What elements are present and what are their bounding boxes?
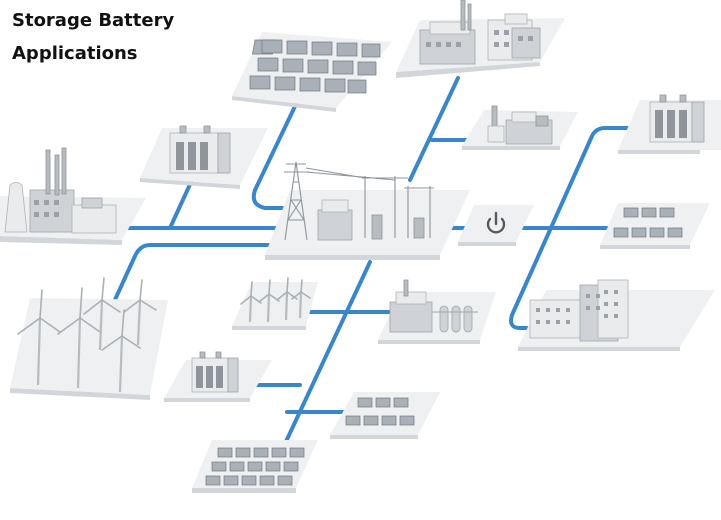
- title-line-1: Storage Battery: [12, 10, 175, 31]
- battery-upper-left: [140, 125, 268, 189]
- power-icon: [486, 211, 506, 234]
- solar-panels-lower: [330, 392, 440, 439]
- solar-panel-array: [249, 39, 381, 94]
- battery-right: [618, 94, 721, 154]
- industrial-plant: [378, 279, 496, 344]
- office-buildings: [518, 279, 715, 351]
- battery-lower: [164, 351, 272, 402]
- factory-top-right: [396, 0, 565, 78]
- power-hub: [458, 205, 534, 246]
- solar-farm-top: [232, 32, 392, 112]
- solar-farm-bottom: [192, 440, 318, 493]
- transmission-tower: [284, 161, 310, 241]
- title-line-2: Applications: [12, 43, 138, 64]
- solar-panels-right: [600, 203, 710, 249]
- factory-small: [462, 105, 578, 150]
- substation-center: [265, 161, 470, 260]
- power-plant-left: [0, 147, 146, 245]
- wind-farm-left: [10, 277, 168, 400]
- wind-turbines-small: [232, 277, 318, 330]
- diagram-title: Storage Battery Applications: [12, 4, 174, 70]
